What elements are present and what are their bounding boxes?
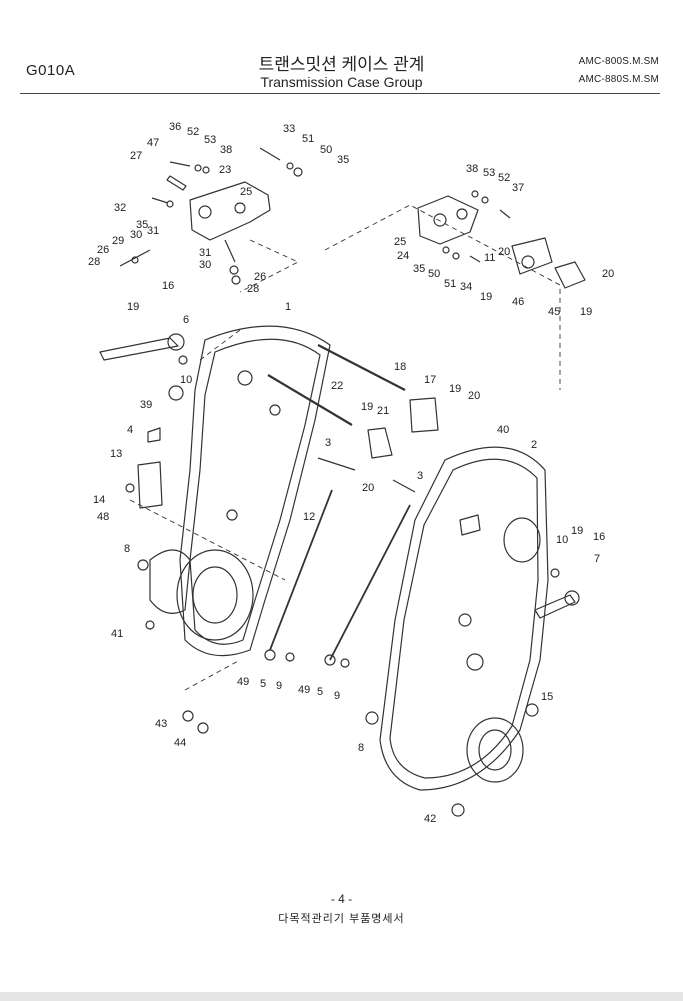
callout: 46 [512, 296, 524, 308]
callout: 3 [325, 437, 331, 449]
callout: 35 [413, 263, 425, 275]
callout: 52 [187, 126, 199, 138]
callout: 36 [169, 121, 181, 133]
book-title: 다목적관리기 부품명세서 [278, 913, 405, 925]
callout: 18 [394, 361, 406, 373]
callout: 14 [93, 494, 105, 506]
callout: 1 [285, 301, 291, 313]
callout: 16 [162, 280, 174, 292]
callout: 19 [571, 525, 583, 537]
callout: 35 [136, 219, 148, 231]
callout: 19 [480, 291, 492, 303]
callout: 38 [466, 163, 478, 175]
model-label-1: AMC-800S.M.SM [578, 56, 659, 67]
callout: 8 [358, 742, 364, 754]
callout: 31 [199, 247, 211, 259]
model-label-2: AMC-880S.M.SM [578, 74, 659, 85]
callout: 48 [97, 511, 109, 523]
callout: 31 [147, 225, 159, 237]
header-rule [20, 93, 660, 94]
callout: 38 [220, 144, 232, 156]
callout: 51 [444, 278, 456, 290]
callout: 9 [276, 680, 282, 692]
callout: 41 [111, 628, 123, 640]
callout: 27 [130, 150, 142, 162]
callout: 50 [320, 144, 332, 156]
callout: 45 [548, 306, 560, 318]
callout: 19 [361, 401, 373, 413]
callout: 26 [97, 244, 109, 256]
callout: 10 [556, 534, 568, 546]
callout: 13 [110, 448, 122, 460]
callout: 20 [362, 482, 374, 494]
callout: 11 [484, 252, 495, 264]
callout: 20 [468, 390, 480, 402]
callout: 28 [88, 256, 100, 268]
callout: 10 [180, 374, 192, 386]
callout: 19 [580, 306, 592, 318]
callout: 30 [130, 229, 142, 241]
callout: 28 [247, 283, 259, 295]
callout: 12 [303, 511, 315, 523]
callout: 33 [283, 123, 295, 135]
callout: 35 [337, 154, 349, 166]
callout: 5 [260, 678, 266, 690]
upper-lever-assembly-right [417, 190, 586, 289]
callout: 22 [331, 380, 343, 392]
callout: 52 [498, 172, 510, 184]
transmission-case-right [379, 446, 549, 791]
callout: 23 [219, 164, 231, 176]
callout: 24 [397, 250, 409, 262]
page-number: - 4 - [330, 892, 353, 906]
callout: 30 [199, 259, 211, 271]
callout: 34 [460, 281, 472, 293]
callout: 39 [140, 399, 152, 411]
callout: 42 [424, 813, 436, 825]
callout: 3 [417, 470, 423, 482]
callout: 32 [114, 202, 126, 214]
callout: 44 [174, 737, 186, 749]
callout: 19 [127, 301, 139, 313]
callout: 4 [127, 424, 133, 436]
callout: 26 [254, 271, 266, 283]
callout: 25 [394, 236, 406, 248]
callout: 5 [317, 686, 323, 698]
callout: 25 [240, 186, 252, 198]
callout: 51 [302, 133, 314, 145]
callout: 47 [147, 137, 159, 149]
callout: 21 [377, 405, 389, 417]
callout: 15 [541, 691, 553, 703]
side-levers [99, 333, 580, 619]
upper-lever-assembly-left [119, 147, 303, 285]
callout: 7 [594, 553, 600, 565]
page-title-korean: 트랜스밋션 케이스 관계 [258, 55, 425, 74]
callout: 2 [531, 439, 537, 451]
callout: 53 [483, 167, 495, 179]
callout: 53 [204, 134, 216, 146]
callout: 40 [497, 424, 509, 436]
callout: 8 [124, 543, 130, 555]
callout: 43 [155, 718, 167, 730]
callout: 29 [112, 235, 124, 247]
callout: 49 [237, 676, 249, 688]
callout: 16 [593, 531, 605, 543]
callout: 50 [428, 268, 440, 280]
callout: 49 [298, 684, 310, 696]
callout: 17 [424, 374, 436, 386]
callout: 20 [602, 268, 614, 280]
callout: 9 [334, 690, 340, 702]
callout: 37 [512, 182, 524, 194]
fasteners [125, 355, 560, 817]
callout-labels: 36 52 53 38 47 27 23 25 33 51 50 35 38 5… [88, 121, 614, 825]
callout: 20 [498, 246, 510, 258]
callout: 6 [183, 314, 189, 326]
section-code: G010A [26, 62, 76, 79]
transmission-case-left [149, 325, 331, 657]
shift-rods [267, 344, 416, 661]
page-title-english: Transmission Case Group [260, 74, 423, 90]
scan-edge [0, 992, 683, 1001]
callout: 19 [449, 383, 461, 395]
